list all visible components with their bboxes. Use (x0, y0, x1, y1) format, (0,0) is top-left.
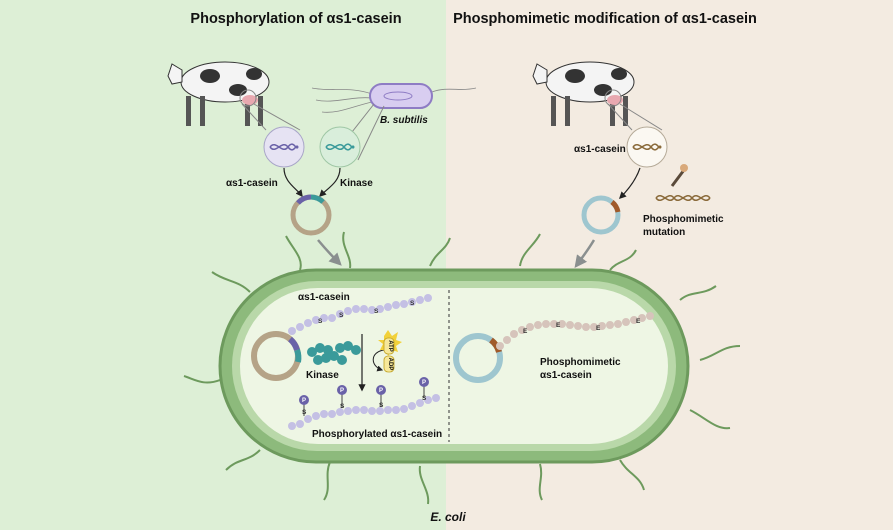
inside-kinase-label: Kinase (306, 370, 339, 381)
serine-4: S (410, 300, 415, 307)
serine-1: S (318, 318, 323, 325)
phosphorylated-chain (288, 394, 440, 430)
mutated-dna-icon (655, 195, 711, 201)
phosphate-group-1 (299, 395, 309, 416)
phosphate-group-3 (376, 385, 386, 407)
serine-p-1: S (302, 409, 307, 416)
serine-2: S (339, 312, 344, 319)
pen-icon (670, 164, 688, 187)
phosphomimetic-label-1: Phosphomimetic (540, 357, 621, 368)
dna-bubble-right (626, 126, 668, 168)
phosphate-group-2 (337, 385, 347, 408)
right-title: Phosphomimetic modification of αs1-casei… (453, 11, 757, 27)
mutation-label-1: Phosphomimetic (643, 214, 724, 225)
phosphate-label-3: P (379, 388, 383, 394)
cow-icon-left (167, 61, 270, 126)
atp-icon (378, 330, 402, 356)
glutamate-2: E (556, 322, 561, 329)
serine-p-2: S (340, 403, 345, 410)
atp-label: ATP (387, 340, 393, 352)
adp-icon (383, 355, 395, 373)
kinase-protein-icon (307, 341, 361, 365)
cow-icon-right (532, 61, 635, 126)
phosphorylated-label: Phosphorylated αs1-casein (312, 429, 442, 440)
phosphomimetic-label-2: αs1-casein (540, 370, 592, 381)
phosphate-label-4: P (422, 380, 426, 386)
left-title: Phosphorylation of αs1-casein (190, 11, 401, 27)
flagella (183, 231, 741, 505)
inside-casein-label: αs1-casein (298, 292, 350, 303)
casein-chain (288, 294, 432, 335)
dna-bubble-kinase (319, 126, 361, 168)
zoom-circle-right (604, 89, 622, 107)
phosphomimetic-chain (496, 312, 654, 350)
glutamate-1: E (523, 328, 528, 335)
zoom-circle-left (239, 89, 257, 107)
serine-p-3: S (379, 402, 384, 409)
serine-p-4: S (422, 395, 427, 402)
dna-bubble-casein (263, 126, 305, 168)
plasmid-inside-right (453, 333, 503, 383)
phosphate-label-1: P (302, 398, 306, 404)
plasmid-right (581, 195, 621, 235)
phosphate-group-4 (419, 377, 429, 398)
serine-3: S (374, 308, 379, 315)
adp-label: ADP (387, 358, 393, 371)
casein-label-right: αs1-casein (574, 144, 626, 155)
glutamate-4: E (636, 318, 641, 325)
ecoli-label: E. coli (430, 510, 466, 524)
bacterium-icon (311, 83, 477, 113)
casein-label-left: αs1-casein (226, 178, 278, 189)
phosphate-label-2: P (340, 388, 344, 394)
mutation-label-2: mutation (643, 227, 685, 238)
bsubtilis-label: B. subtilis (380, 115, 428, 126)
glutamate-3: E (596, 325, 601, 332)
kinase-label-top: Kinase (340, 178, 373, 189)
